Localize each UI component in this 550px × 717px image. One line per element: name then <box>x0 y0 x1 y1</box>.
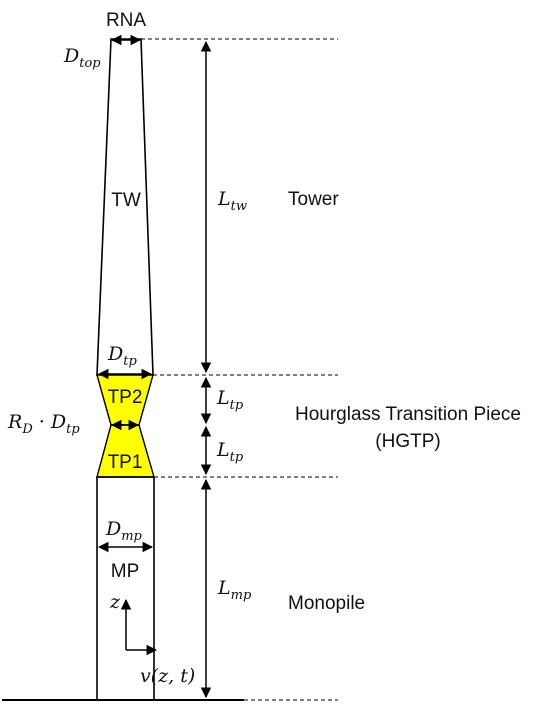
l-tp-lower-label: Ltp <box>216 439 244 465</box>
d-top-label: Dtop <box>63 45 101 71</box>
l-mp-label: Lmp <box>217 577 252 603</box>
rd-dtp-label: RD · Dtp <box>7 411 80 437</box>
l-tw-label: Ltw <box>217 188 247 214</box>
rna-label: RNA <box>106 10 146 31</box>
l-tp-upper-label: Ltp <box>216 387 244 413</box>
monopile-section-label: Monopile <box>288 593 365 614</box>
v-displacement-label: v(z, t) <box>140 665 195 687</box>
tp2-label: TP2 <box>108 387 143 408</box>
tower-segment-label: TW <box>111 190 141 211</box>
d-mp-label: Dmp <box>105 518 143 544</box>
mp-label: MP <box>111 561 140 582</box>
tp1-label: TP1 <box>108 452 143 473</box>
z-axis-label: z <box>109 591 121 613</box>
hgtp-section-label-line2: (HGTP) <box>375 431 440 452</box>
d-tp-label: Dtp <box>107 343 137 369</box>
hgtp-section-label-line1: Hourglass Transition Piece <box>295 404 521 425</box>
tower-section-label: Tower <box>288 189 339 210</box>
monopile-segment <box>96 476 155 701</box>
